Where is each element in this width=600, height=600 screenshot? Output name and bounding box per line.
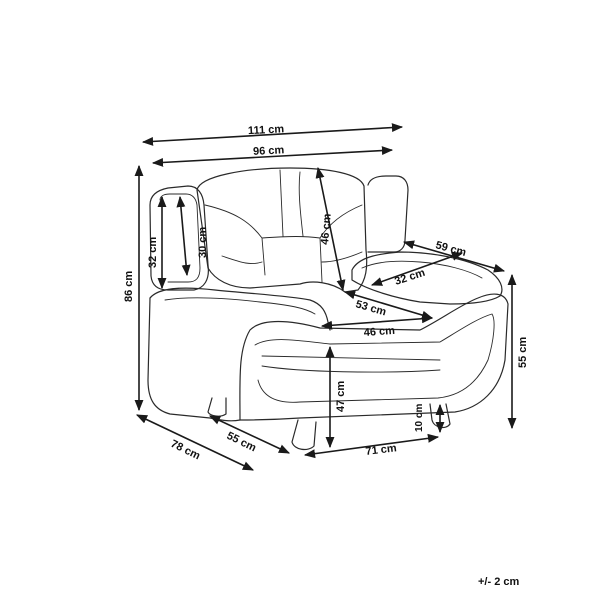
label-arm-height-right: 55 cm <box>517 337 529 368</box>
label-arm-height-outer: 32 cm <box>147 237 159 268</box>
leg-back-left <box>207 397 227 417</box>
dim-line-total-depth <box>135 414 255 471</box>
seat-crease <box>261 355 441 373</box>
label-front-width: 71 cm <box>365 442 398 458</box>
left-arm-panel <box>159 193 201 283</box>
label-seat-width: 46 cm <box>363 325 395 339</box>
label-total-depth: 78 cm <box>169 438 202 463</box>
label-seat-depth: 53 cm <box>354 298 388 318</box>
dim-line-seat-width-outer <box>151 146 394 167</box>
label-back-height: 46 cm <box>319 213 334 245</box>
dimension-lines <box>134 123 517 471</box>
dim-line-arm-height-inner <box>176 195 191 277</box>
label-seat-width-outer: 96 cm <box>253 144 285 158</box>
dim-line-front-width <box>303 433 440 459</box>
dim-line-arm-width <box>370 252 464 286</box>
dimension-labels: 111 cm 96 cm 86 cm 32 cm 30 cm 46 cm 59 … <box>123 123 529 462</box>
label-arm-width: 32 cm <box>393 267 427 288</box>
tolerance-note: +/- 2 cm <box>478 576 519 588</box>
label-leg-height: 10 cm <box>414 404 425 432</box>
dim-line-overall-width <box>141 123 404 146</box>
label-overall-width: 111 cm <box>248 123 285 137</box>
front-panel-inner <box>254 313 495 403</box>
label-seat-height: 47 cm <box>335 381 347 412</box>
dim-line-seat-depth <box>343 290 434 320</box>
dim-line-back-height <box>315 166 346 292</box>
right-arm <box>367 175 409 253</box>
label-arm-height-inner: 30 cm <box>197 227 209 258</box>
front-panel <box>239 293 509 421</box>
dim-line-seat-width <box>320 314 434 330</box>
seat-front-left-inner <box>164 297 316 315</box>
backrest <box>196 167 368 293</box>
armchair-drawing <box>147 167 509 451</box>
label-side-depth: 55 cm <box>225 430 258 455</box>
right-arm-top <box>351 251 503 305</box>
seat-front-left <box>149 287 331 331</box>
leg-front-left <box>291 419 317 451</box>
label-total-height: 86 cm <box>123 271 135 302</box>
